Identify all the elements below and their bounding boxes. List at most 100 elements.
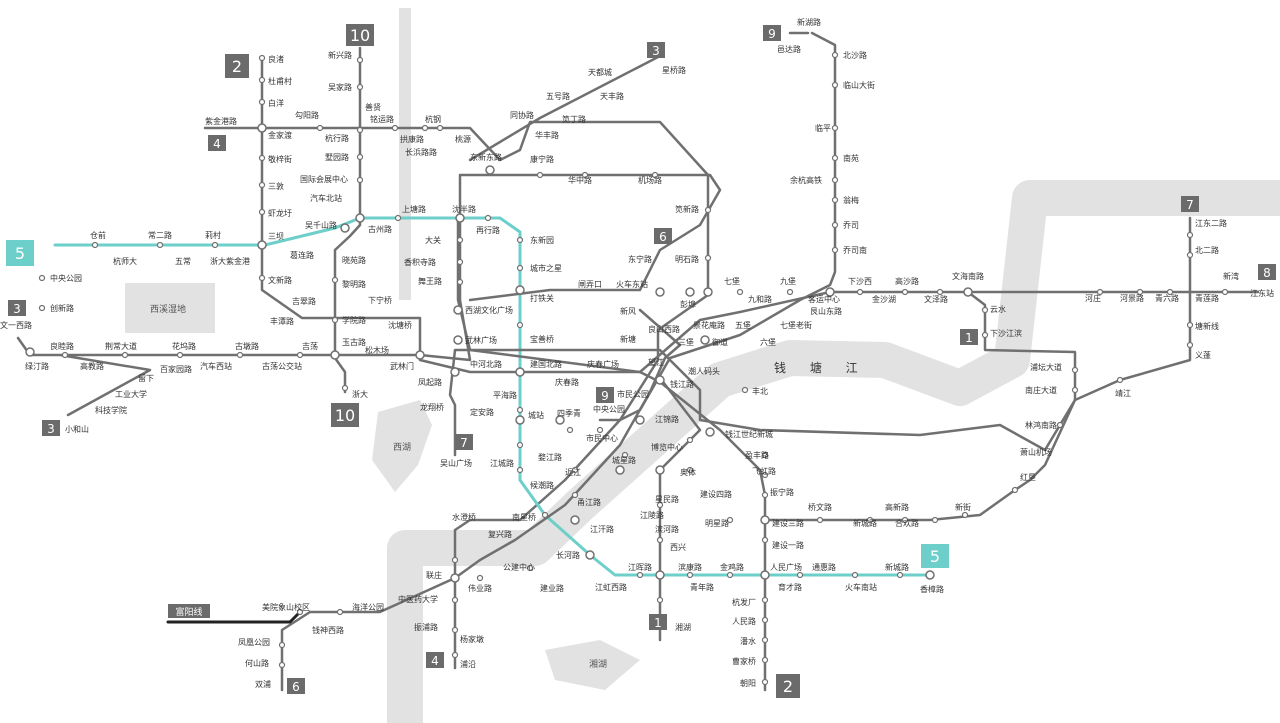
station-label: 武林广场 — [465, 335, 497, 345]
station-label: 钱江世纪新城 — [725, 429, 773, 439]
station-label: 林鸿南路 — [1025, 420, 1057, 430]
station-label: 滨康路 — [678, 562, 702, 572]
line-1-badge-bottom: 1 — [649, 614, 667, 630]
line-9-badge-top: 9 — [763, 25, 781, 41]
station-label: 国际会展中心 — [300, 174, 348, 184]
station-label: 钱江路 — [670, 379, 694, 389]
station-label: 朝阳 — [740, 679, 756, 688]
station-label: 景花庵路 — [693, 320, 725, 330]
station-label: 古州路 — [368, 224, 392, 234]
station-label: 建设四路 — [700, 489, 732, 499]
station-label: 六堡 — [760, 337, 776, 347]
station-label: 学院路 — [342, 315, 366, 325]
station-label: 四季青 — [557, 408, 581, 418]
station-label: 墅园路 — [325, 152, 349, 162]
station-label: 杭行路 — [325, 133, 349, 143]
station-label: 留下 — [138, 373, 154, 383]
station-label: 何山路 — [245, 658, 269, 668]
line-7-badge-right: 7 — [1181, 196, 1199, 212]
station-label: 临平 — [815, 123, 831, 133]
svg-text:2: 2 — [232, 57, 242, 76]
line-6 — [280, 308, 682, 692]
line-5-badge-right: 5 — [921, 544, 949, 568]
station-label: 金沙湖 — [872, 294, 896, 304]
station-label: 湘湖 — [675, 622, 691, 632]
station-label: 工业大学 — [115, 389, 147, 399]
station-label: 火车南站 — [845, 582, 877, 592]
line-7-badge-mid: 7 — [455, 434, 473, 450]
svg-text:3: 3 — [47, 422, 55, 436]
station-label: 沈塘桥 — [388, 320, 412, 330]
station-label: 滨河路 — [655, 524, 679, 534]
station-label: 新城路 — [853, 518, 877, 528]
station-label: 葛连路 — [290, 250, 314, 260]
station-label: 高沙路 — [895, 276, 919, 286]
station-label: 长浜路路 — [405, 147, 437, 157]
station-label: 笕新路 — [675, 204, 699, 214]
station-label: 华中路 — [568, 175, 592, 185]
line-10 — [333, 46, 362, 394]
station-label: 三堡 — [678, 337, 694, 347]
station-label: 铭运路 — [370, 114, 394, 124]
station-label: 常二路 — [148, 230, 172, 240]
station-label: 百家园路 — [160, 364, 192, 374]
station-labels: 新兴路 吴家路 良渚 杜甫村 白洋 勾阳路 紫金港路 金家渡 杭行路 墅园路 敬… — [0, 17, 1274, 689]
xiang-lake — [545, 640, 640, 690]
line-7 — [448, 216, 1192, 457]
station-label: 建设一路 — [772, 540, 804, 550]
station-label: 中央公园 — [593, 404, 625, 414]
station-label: 新城路 — [885, 562, 909, 572]
station-label: 红垦 — [1020, 472, 1036, 482]
station-label: 余杭高铁 — [790, 175, 822, 185]
svg-text:4: 4 — [213, 137, 221, 151]
station-label: 五常 — [175, 257, 191, 266]
svg-text:5: 5 — [930, 547, 940, 566]
station-label: 江汗路 — [590, 524, 614, 534]
line-2-badge-top: 2 — [225, 54, 249, 78]
station-label: 新湾 — [1223, 271, 1239, 281]
station-label: 汽车西站 — [200, 361, 232, 371]
station-label: 中河北路 — [470, 359, 502, 369]
line-badges: 10 10 2 2 4 4 5 5 3 3 3 9 9 7 7 8 6 6 1 … — [6, 24, 1276, 698]
station-label: 江陵路 — [640, 510, 664, 520]
station-label: 宝善桥 — [530, 334, 554, 344]
station-label: 三坝 — [268, 232, 284, 241]
station-label: 市民中心 — [586, 433, 618, 443]
station-label: 白洋 — [268, 98, 284, 108]
station-label: 东新东路 — [470, 152, 502, 162]
station-label: 丰北 — [752, 386, 768, 396]
station-label: 舞王路 — [418, 276, 442, 286]
station-label: 浙大 — [352, 389, 368, 399]
station-label: 星桥路 — [662, 65, 686, 75]
station-label: 机场路 — [638, 175, 662, 185]
station-label: 潮人码头 — [688, 366, 720, 376]
station-label: 文一西路 — [0, 320, 32, 330]
svg-text:4: 4 — [431, 654, 439, 668]
station-label: 乔司 — [843, 220, 859, 230]
station-label: 庆春广场 — [587, 359, 619, 369]
svg-text:9: 9 — [601, 389, 609, 403]
station-label: 萧山机场 — [1020, 447, 1052, 457]
station-label: 新塘 — [620, 334, 636, 344]
station-label: 天丰路 — [600, 91, 624, 101]
station-label: 汽车北站 — [310, 193, 342, 203]
station-label: 海洋公园 — [352, 602, 384, 612]
station-label: 西湖文化广场 — [465, 305, 513, 315]
station-label: 紫金港路 — [205, 116, 237, 126]
station-label: 合欢路 — [895, 518, 919, 528]
station-label: 水澄桥 — [452, 512, 476, 522]
station-label: 新湖路 — [797, 17, 821, 27]
water-features: 西溪湿地 西湖 湘湖 钱 塘 江 — [125, 8, 1280, 723]
svg-text:富阳线: 富阳线 — [175, 606, 202, 618]
station-label: 七堡老街 — [780, 320, 812, 330]
station-label: 九堡 — [780, 276, 796, 286]
station-label: 古荡公交站 — [262, 361, 302, 371]
station-label: 婺江路 — [538, 452, 562, 462]
svg-text:3: 3 — [13, 302, 21, 316]
station-label: 高新路 — [885, 502, 909, 512]
svg-text:1: 1 — [654, 616, 662, 630]
station-label: 江城路 — [490, 458, 514, 468]
line-3-badge-a: 3 — [8, 300, 26, 316]
station-label: 复兴路 — [488, 529, 512, 539]
station-label: 南苑 — [843, 153, 859, 163]
